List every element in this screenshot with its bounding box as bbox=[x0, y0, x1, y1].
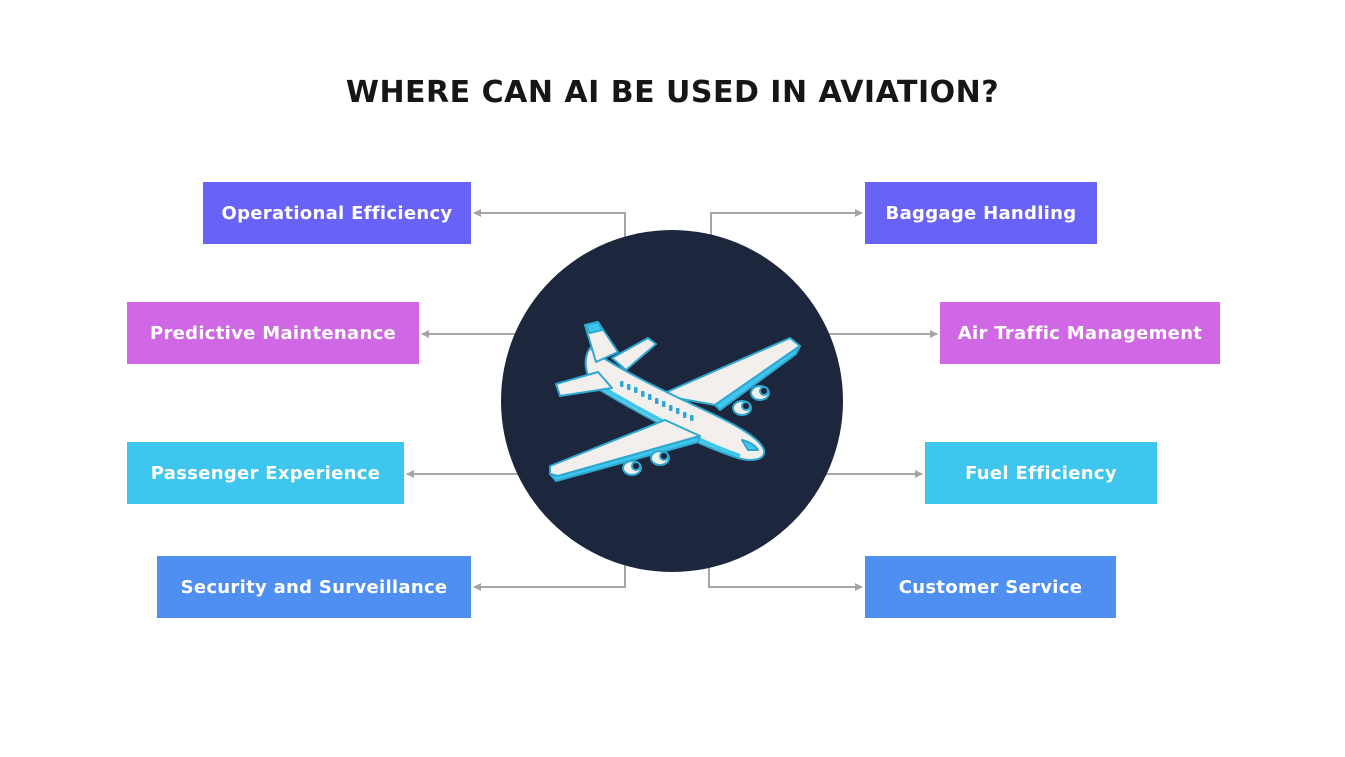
connector-baggage-handling bbox=[710, 209, 863, 240]
diagram-title: WHERE CAN AI BE USED IN AVIATION? bbox=[345, 75, 1000, 110]
box-operational-efficiency: Operational Efficiency bbox=[203, 182, 471, 244]
connector-security-surveillance bbox=[473, 565, 626, 591]
box-label: Security and Surveillance bbox=[180, 576, 448, 598]
box-security-surveillance: Security and Surveillance bbox=[157, 556, 471, 618]
box-customer-service: Customer Service bbox=[865, 556, 1116, 618]
box-passenger-experience: Passenger Experience bbox=[127, 442, 404, 504]
airplane-icon bbox=[549, 321, 801, 482]
connector-customer-service bbox=[708, 565, 863, 591]
connector-operational-efficiency bbox=[473, 209, 626, 240]
box-label: Customer Service bbox=[898, 576, 1083, 598]
box-label: Predictive Maintenance bbox=[149, 322, 397, 344]
box-label: Operational Efficiency bbox=[221, 202, 453, 224]
box-air-traffic-management: Air Traffic Management bbox=[940, 302, 1220, 364]
box-label: Fuel Efficiency bbox=[965, 462, 1117, 484]
box-label: Baggage Handling bbox=[885, 202, 1077, 224]
box-label: Air Traffic Management bbox=[957, 322, 1203, 344]
box-label: Passenger Experience bbox=[150, 462, 381, 484]
box-predictive-maintenance: Predictive Maintenance bbox=[127, 302, 419, 364]
box-baggage-handling: Baggage Handling bbox=[865, 182, 1097, 244]
box-fuel-efficiency: Fuel Efficiency bbox=[925, 442, 1157, 504]
